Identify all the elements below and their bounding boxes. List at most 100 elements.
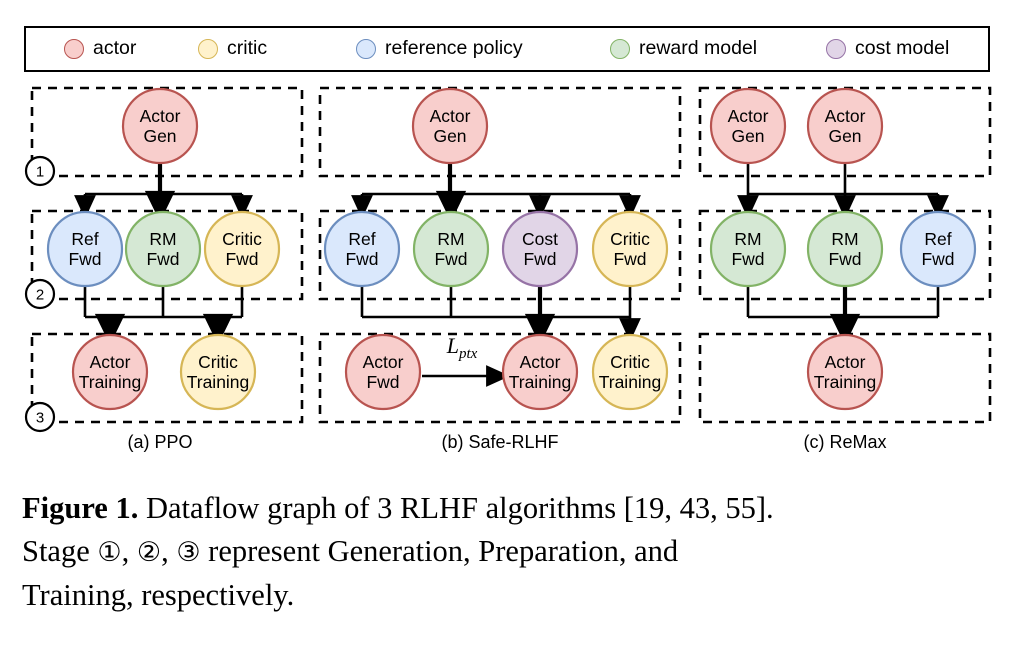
node-circle-actor (121, 87, 199, 165)
node-label: Cost (522, 229, 558, 249)
stage-marker-circle (24, 401, 56, 433)
node-label: Actor (140, 106, 181, 126)
node-label: Actor (825, 352, 866, 372)
figure-caption: Figure 1. Dataflow graph of 3 RLHF algor… (22, 487, 1000, 617)
node-label: Fwd (613, 249, 646, 269)
legend-swatch-icon (198, 39, 218, 59)
node-label: Fwd (345, 249, 378, 269)
stage-box-ppo-3 (30, 332, 304, 424)
node-label: Training (187, 372, 250, 392)
node-label: Training (509, 372, 572, 392)
node-circle-reference (899, 210, 977, 288)
legend-swatch-icon (826, 39, 846, 59)
node-circle-reference (323, 210, 401, 288)
legend-label: reference policy (385, 37, 523, 60)
node-circle-actor (411, 87, 489, 165)
node-circle-actor (71, 333, 149, 411)
node-label: RM (149, 229, 176, 249)
node-circle-reward (412, 210, 490, 288)
node-circle-reference (46, 210, 124, 288)
loss-symbol: L (446, 333, 459, 358)
node-circle-actor (806, 87, 884, 165)
nodes-layer: ActorGenRefFwdRMFwdCriticFwdActorTrainin… (46, 87, 977, 411)
node-label: RM (734, 229, 761, 249)
loss-label-ptx: Lptx (446, 333, 478, 362)
stage-marker-3: 3 (24, 401, 56, 433)
caption-sep-1: , (121, 534, 137, 569)
node-label: Critic (610, 229, 650, 249)
node-label: Gen (433, 126, 466, 146)
stage-2-glyph: ② (136, 537, 162, 569)
legend-item-reference-policy: reference policy (356, 39, 523, 59)
caption-sep-2: , (161, 534, 177, 569)
node-label: Actor (728, 106, 769, 126)
stage-marker-1: 1 (24, 155, 56, 187)
node-circle-cost (501, 210, 579, 288)
node-circle-critic (591, 210, 669, 288)
node-circle-critic (591, 333, 669, 411)
node-label: Actor (825, 106, 866, 126)
node-circle-critic (203, 210, 281, 288)
edges-layer (74, 163, 949, 387)
node-label: Fwd (731, 249, 764, 269)
node-label: Fwd (225, 249, 258, 269)
dataflow-diagram: ActorGenRefFwdRMFwdCriticFwdActorTrainin… (24, 86, 992, 452)
node-label: RM (437, 229, 464, 249)
node-label: Fwd (523, 249, 556, 269)
legend-swatch-icon (356, 39, 376, 59)
caption-line-2: Stage ①, ②, ③ represent Generation, Prep… (22, 530, 1000, 573)
node-circle-reward (124, 210, 202, 288)
node-circle-actor (709, 87, 787, 165)
node-label: Training (599, 372, 662, 392)
caption-stage-word: Stage (22, 534, 98, 569)
stage-box-safe-rlhf-2 (318, 209, 682, 301)
legend-item-actor: actor (64, 39, 136, 59)
node-circle-reward (709, 210, 787, 288)
legend-label: critic (227, 37, 268, 60)
node-label: Fwd (921, 249, 954, 269)
node-circle-critic (179, 333, 257, 411)
caption-figure-number: Figure 1. (22, 491, 139, 525)
stage-marker-circle (24, 278, 56, 310)
panel-caption-safe-rlhf: (b) Safe-RLHF (441, 432, 558, 452)
node-label: Actor (363, 352, 404, 372)
legend-item-cost-model: cost model (826, 39, 949, 59)
node-circle-actor (501, 333, 579, 411)
legend-item-reward-model: reward model (610, 39, 757, 59)
node-label: Fwd (366, 372, 399, 392)
node-label: Ref (348, 229, 375, 249)
stage-marker-number: 2 (36, 287, 44, 304)
caption-line-2-text: represent Generation, Preparation, and (200, 534, 679, 569)
stage-markers-layer: 1 2 3 (24, 155, 56, 433)
stage-marker-number: 1 (36, 164, 44, 181)
legend-label: actor (93, 37, 137, 60)
stage-box-safe-rlhf-3 (318, 332, 682, 424)
stage-marker-number: 3 (36, 410, 44, 427)
node-label: Ref (924, 229, 951, 249)
node-label: Actor (90, 352, 131, 372)
node-circle-reward (806, 210, 884, 288)
panel-caption-remax: (c) ReMax (803, 432, 886, 452)
node-label: Fwd (828, 249, 861, 269)
stage-box-ppo-1 (30, 86, 304, 178)
node-circle-actor (344, 333, 422, 411)
stage-1-glyph: ① (97, 537, 122, 569)
node-label: Gen (731, 126, 764, 146)
stage-box-safe-rlhf-1 (318, 86, 682, 178)
loss-subscript: ptx (458, 346, 478, 362)
